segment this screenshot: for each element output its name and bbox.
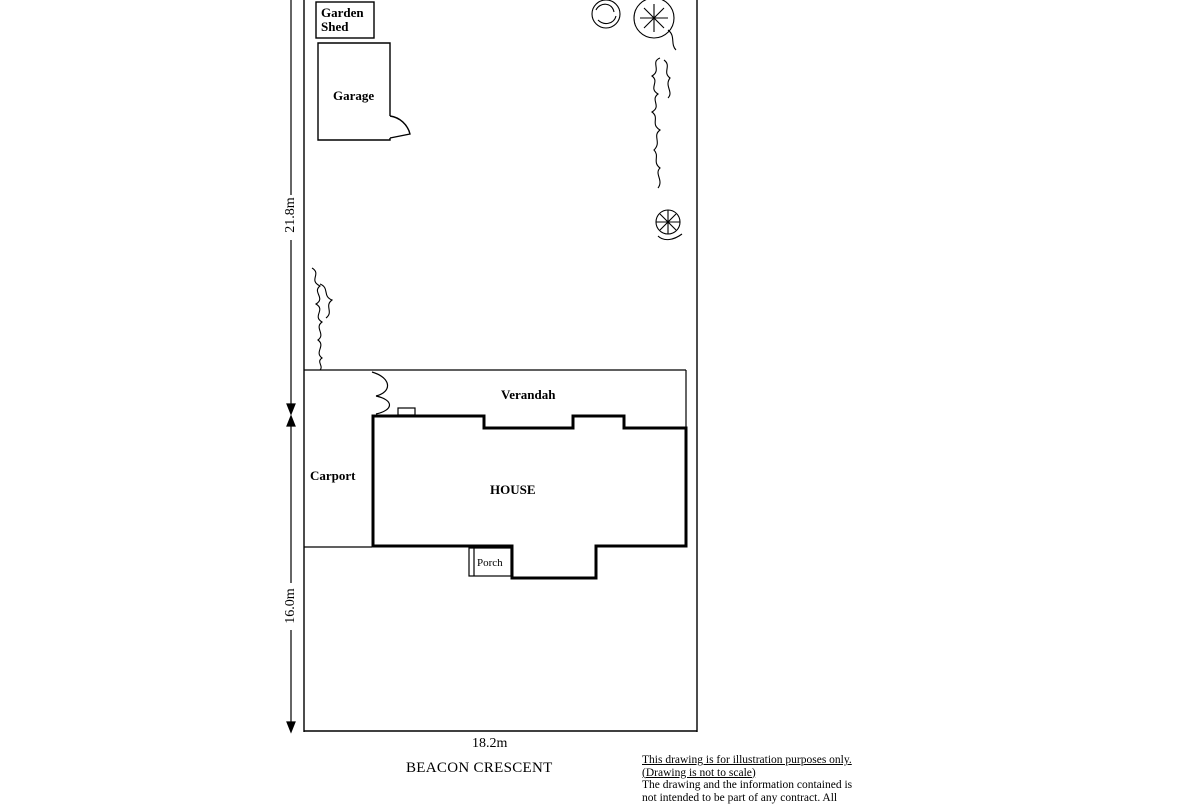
- shrub-icons-left: [312, 268, 332, 370]
- disclaimer-line1: This drawing is for illustration purpose…: [642, 754, 887, 767]
- disclaimer-line4: not intended to be part of any contract.…: [642, 792, 887, 804]
- street-name: BEACON CRESCENT: [406, 760, 553, 777]
- property-boundary: [304, 0, 697, 732]
- disclaimer-note: This drawing is for illustration purpose…: [642, 754, 887, 804]
- rear-depth-dimension: 21.8m: [283, 185, 299, 245]
- carport-label: Carport: [310, 468, 356, 484]
- frontage-dimension: 18.2m: [472, 736, 507, 752]
- verandah-outline: [304, 370, 686, 547]
- porch-label: Porch: [477, 557, 503, 569]
- shrub-icons-right: [592, 0, 682, 240]
- garage-label: Garage: [333, 88, 374, 104]
- garden-shed-label-line2: Shed: [321, 19, 348, 35]
- step-icon: [398, 408, 415, 415]
- verandah-label: Verandah: [501, 387, 555, 403]
- disclaimer-line2: (Drawing is not to scale): [642, 767, 887, 780]
- front-depth-dimension: 16.0m: [283, 576, 299, 636]
- disclaimer-line3: The drawing and the information containe…: [642, 779, 887, 792]
- verandah-door-icon: [372, 372, 390, 414]
- house-label: HOUSE: [490, 482, 536, 498]
